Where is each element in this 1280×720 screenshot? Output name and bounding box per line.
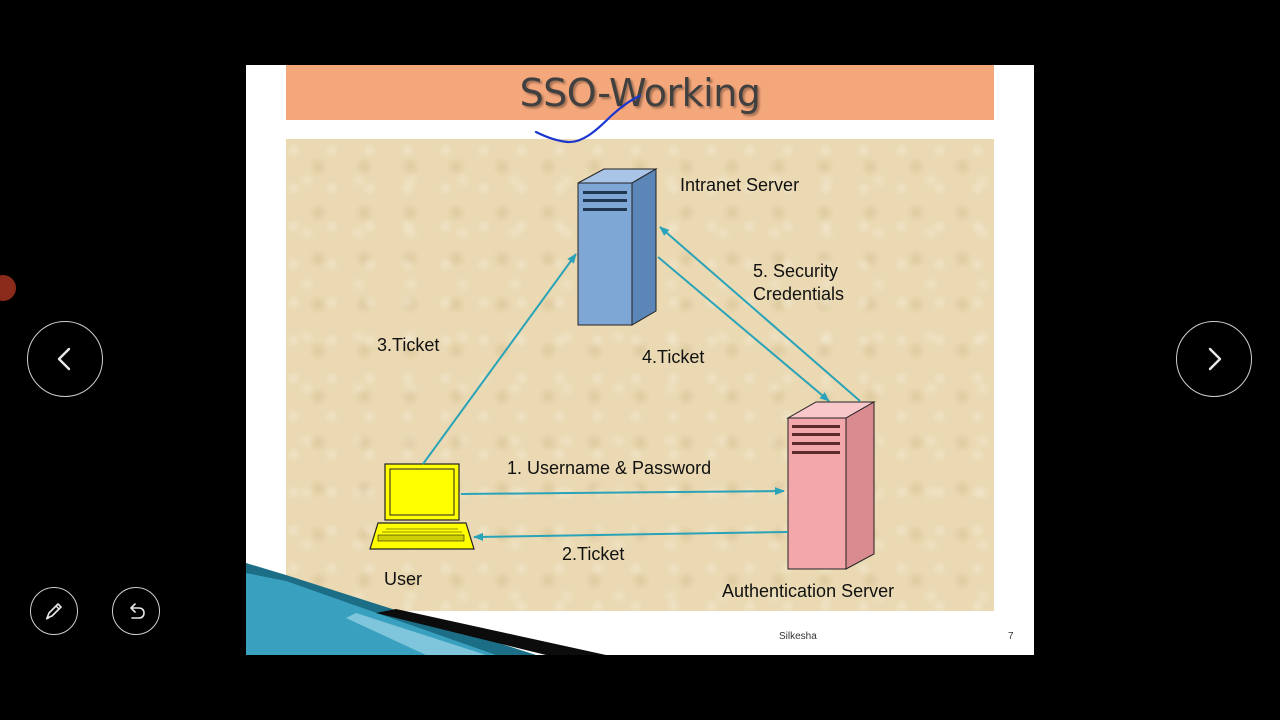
previous-slide-button[interactable] — [27, 321, 103, 397]
intranet-server-icon — [577, 168, 658, 326]
chevron-left-icon — [57, 347, 71, 371]
title-bar: SSO-Working — [286, 65, 994, 120]
footer-author: Silkesha — [779, 631, 817, 642]
undo-icon — [130, 603, 145, 619]
presentation-slide: SSO-Working — [246, 65, 1034, 655]
label-username-password: 1. Username & Password — [507, 458, 712, 478]
arrow-5-security-credentials — [659, 226, 861, 402]
next-slide-button[interactable] — [1176, 321, 1252, 397]
diagram-graphics — [369, 168, 876, 570]
chevron-right-icon — [1208, 347, 1222, 371]
corner-decoration — [246, 563, 606, 655]
slide-title: SSO-Working — [519, 71, 761, 115]
laptop-icon — [369, 463, 475, 550]
arrow-1-username-password — [460, 487, 785, 496]
label-user: User — [384, 569, 423, 589]
page-number: 7 — [1008, 631, 1014, 642]
arrow-4-ticket — [657, 256, 830, 402]
label-ticket-3: 3.Ticket — [377, 335, 440, 355]
label-intranet-server: Intranet Server — [680, 175, 800, 195]
arrow-2-ticket — [473, 531, 789, 541]
pen-tool-button[interactable] — [30, 587, 78, 635]
label-authentication-server: Authentication Server — [722, 581, 895, 601]
sso-diagram: Intranet Server 5. Security Credentials … — [286, 139, 994, 611]
undo-button[interactable] — [112, 587, 160, 635]
label-ticket-2: 2.Ticket — [562, 544, 625, 564]
authentication-server-icon — [786, 401, 876, 570]
pen-icon — [45, 603, 62, 620]
arrow-3-ticket — [422, 253, 577, 465]
recording-indicator — [0, 275, 16, 301]
label-security-credentials: 5. Security Credentials — [753, 261, 845, 304]
label-ticket-4: 4.Ticket — [642, 347, 705, 367]
